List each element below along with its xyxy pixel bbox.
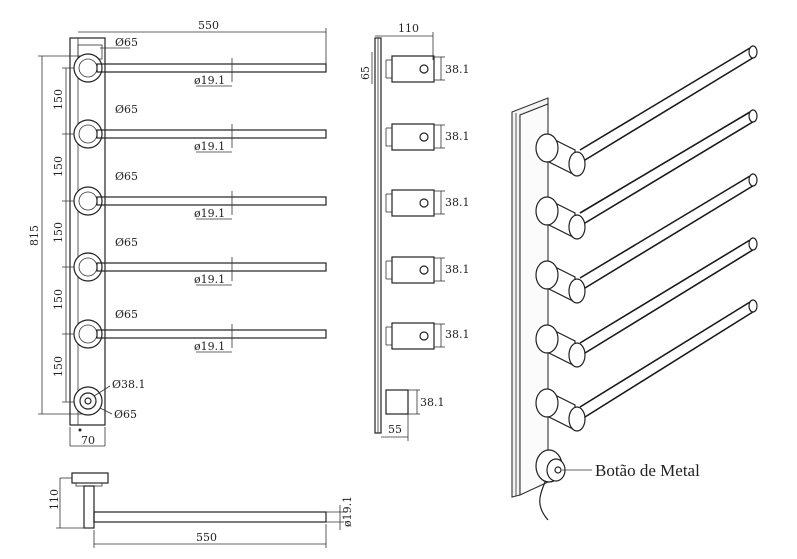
bar-label-4: ø19.1 bbox=[194, 273, 225, 286]
circle-label-1: Ø65 bbox=[115, 36, 138, 49]
side-pivot-label-3: 38.1 bbox=[445, 196, 470, 209]
side-button: 38.1 bbox=[385, 389, 445, 415]
perspective-arm-1 bbox=[535, 45, 758, 177]
front-button: Ø38.1 Ø65 bbox=[73, 378, 146, 421]
side-pivot-2: 38.1 bbox=[385, 123, 470, 151]
circle-label-3: Ø65 bbox=[115, 170, 138, 183]
side-pivot-label-4: 38.1 bbox=[445, 263, 470, 276]
bar-label-2: ø19.1 bbox=[194, 140, 225, 153]
side-view: 110 65 38.1 38.1 bbox=[359, 22, 470, 441]
metal-button-callout: Botão de Metal bbox=[595, 461, 700, 480]
bar-label-5: ø19.1 bbox=[194, 340, 225, 353]
perspective-button: Botão de Metal bbox=[535, 449, 700, 521]
bar-label-1: ø19.1 bbox=[194, 74, 225, 87]
spacing-label-3: 150 bbox=[52, 222, 65, 243]
perspective-arm-3 bbox=[535, 173, 758, 304]
side-button-label: 38.1 bbox=[420, 396, 445, 409]
side-pivot-4: 38.1 bbox=[385, 256, 470, 284]
side-pivot-3: 38.1 bbox=[385, 189, 470, 217]
width-dimension-label: 550 bbox=[198, 19, 219, 32]
circle-label-5: Ø65 bbox=[115, 308, 138, 321]
top-view-bar-label: ø19.1 bbox=[341, 496, 354, 527]
top-view-height-label: 110 bbox=[48, 489, 61, 510]
side-pivot-1: 38.1 bbox=[385, 55, 470, 83]
side-pivot-label-1: 38.1 bbox=[445, 63, 470, 76]
bar-label-3: ø19.1 bbox=[194, 207, 225, 220]
side-pivot-label-5: 38.1 bbox=[445, 328, 470, 341]
perspective-arm-5 bbox=[535, 299, 758, 432]
spacing-label-5: 150 bbox=[52, 356, 65, 377]
front-arm-5: Ø65 ø19.1 bbox=[73, 308, 327, 353]
side-pivot-5: 38.1 bbox=[385, 322, 470, 350]
front-view: 550 815 150 150 150 150 150 Ø65 ø19.1 bbox=[28, 19, 327, 447]
perspective-arm-4 bbox=[535, 237, 758, 368]
perspective-view: Botão de Metal bbox=[511, 45, 758, 521]
base-width-label: 70 bbox=[81, 434, 95, 447]
side-bottom-width-label: 55 bbox=[388, 423, 402, 436]
front-arm-3: Ø65 ø19.1 bbox=[73, 170, 327, 220]
front-wall-plate bbox=[69, 37, 106, 426]
spacing-label-4: 150 bbox=[52, 289, 65, 310]
side-pivot-label-2: 38.1 bbox=[445, 130, 470, 143]
height-dimension-label: 815 bbox=[28, 225, 41, 246]
bottom-circle-label: Ø65 bbox=[114, 408, 137, 421]
front-arm-4: Ø65 ø19.1 bbox=[73, 236, 327, 286]
button-diameter-label: Ø38.1 bbox=[112, 378, 146, 391]
front-arm-2: Ø65 ø19.1 bbox=[73, 103, 327, 153]
side-top-height-label: 65 bbox=[359, 66, 372, 80]
power-cable bbox=[539, 481, 549, 521]
top-view: 110 550 ø19.1 bbox=[48, 472, 354, 548]
side-top-width-label: 110 bbox=[398, 22, 419, 35]
top-view-length-label: 550 bbox=[196, 531, 217, 544]
circle-label-4: Ø65 bbox=[115, 236, 138, 249]
front-arm-1: Ø65 ø19.1 bbox=[73, 36, 327, 87]
spacing-label-2: 150 bbox=[52, 156, 65, 177]
spacing-label-1: 150 bbox=[52, 89, 65, 110]
circle-label-2: Ø65 bbox=[115, 103, 138, 116]
perspective-arm-2 bbox=[535, 109, 758, 240]
